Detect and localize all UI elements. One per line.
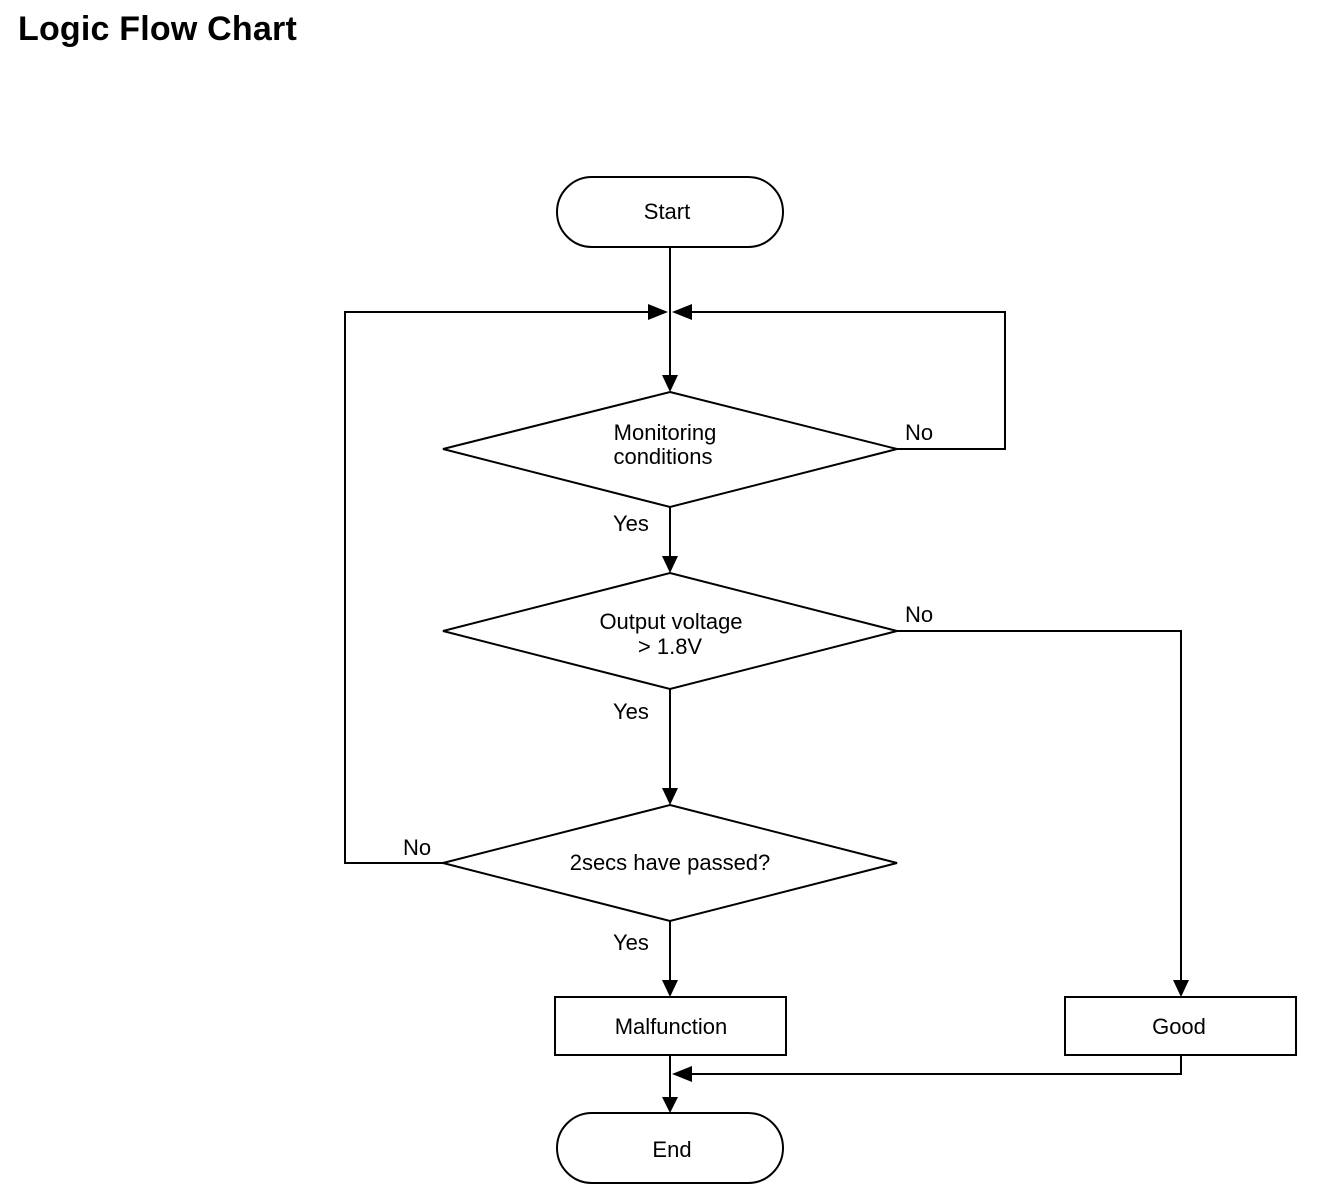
- arrowhead-merge-from-right: [672, 304, 692, 320]
- voltage-yes-label: Yes: [613, 699, 649, 724]
- arrowhead-into-timer: [662, 788, 678, 805]
- monitoring-label-line2: conditions: [613, 444, 712, 469]
- arrowhead-merge-from-left: [648, 304, 668, 320]
- arrowhead-into-monitoring: [662, 375, 678, 392]
- page-title: Logic Flow Chart: [18, 10, 297, 48]
- arrowhead-into-end: [662, 1097, 678, 1113]
- arrowhead-into-voltage: [662, 556, 678, 573]
- malfunction-label: Malfunction: [615, 1014, 728, 1039]
- good-label: Good: [1152, 1014, 1206, 1039]
- timer-yes-label: Yes: [613, 930, 649, 955]
- monitoring-yes-label: Yes: [613, 511, 649, 536]
- output-voltage-decision: Output voltage > 1.8V: [442, 571, 898, 691]
- arrowhead-into-malfunction: [662, 980, 678, 997]
- connector-timer-no-loop: [344, 311, 654, 864]
- monitoring-label-line1: Monitoring: [614, 420, 717, 445]
- edge-labels: No Yes No Yes No Yes: [403, 420, 933, 955]
- connector-voltage-no: [897, 630, 1182, 982]
- start-label: Start: [644, 199, 690, 224]
- malfunction-process: Malfunction: [554, 996, 787, 1056]
- end-label: End: [652, 1137, 691, 1162]
- time-elapsed-decision: 2secs have passed?: [442, 803, 898, 923]
- connectors: [344, 247, 1189, 1113]
- voltage-label-line1: Output voltage: [599, 609, 742, 634]
- voltage-label-line2: > 1.8V: [638, 634, 703, 659]
- start-terminal: Start: [556, 176, 784, 248]
- good-process: Good: [1064, 996, 1297, 1056]
- timer-label: 2secs have passed?: [570, 850, 771, 875]
- arrowhead-join-from-good: [672, 1066, 692, 1082]
- connector-monitoring-no-loop: [686, 311, 1006, 450]
- monitoring-conditions-decision: Monitoring conditions: [442, 390, 898, 509]
- arrowhead-into-good: [1173, 980, 1189, 997]
- connector-good-to-end: [688, 1055, 1182, 1075]
- timer-no-label: No: [403, 835, 431, 860]
- end-terminal: End: [556, 1112, 784, 1184]
- voltage-no-label: No: [905, 602, 933, 627]
- monitoring-no-label: No: [905, 420, 933, 445]
